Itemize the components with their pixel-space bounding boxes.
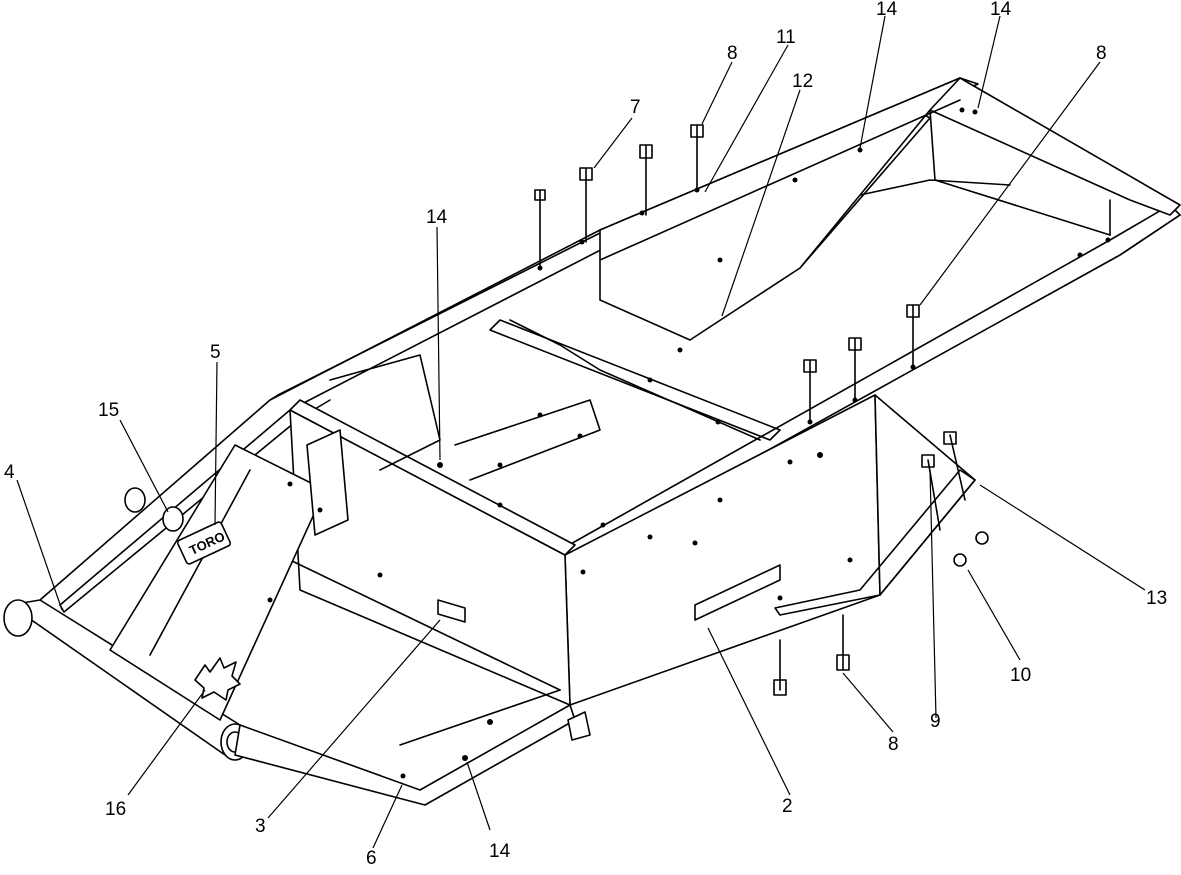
callout-9: 9 xyxy=(930,711,941,732)
bolt-group-right xyxy=(803,304,920,421)
leader-lines xyxy=(16,15,1146,849)
callout-16: 16 xyxy=(105,799,126,820)
callout-14-top-right: 14 xyxy=(990,0,1012,20)
callout-8-right: 8 xyxy=(1096,43,1107,64)
callout-3: 3 xyxy=(255,816,266,837)
callout-labels: 2 3 4 5 6 7 8 8 8 9 10 11 12 13 14 14 14… xyxy=(4,0,1167,869)
callout-8-top: 8 xyxy=(727,43,738,64)
callout-14-bottom: 14 xyxy=(489,841,511,862)
callout-2: 2 xyxy=(782,796,793,817)
callout-12: 12 xyxy=(792,71,813,92)
callout-11: 11 xyxy=(776,27,796,48)
callout-14-top: 14 xyxy=(876,0,898,20)
holes xyxy=(267,107,1111,779)
callout-13: 13 xyxy=(1146,588,1167,609)
bolt-group-top xyxy=(534,124,704,266)
callout-7: 7 xyxy=(630,97,641,118)
frame-assembly: TORO xyxy=(3,77,1181,806)
callout-5: 5 xyxy=(210,342,221,363)
bolt-group-bottom xyxy=(773,614,850,696)
callout-8-bottom: 8 xyxy=(888,734,899,755)
callout-15: 15 xyxy=(98,400,119,421)
callout-10: 10 xyxy=(1010,665,1031,686)
callout-4: 4 xyxy=(4,462,15,483)
callout-6: 6 xyxy=(366,848,377,869)
callout-14-center: 14 xyxy=(426,207,448,228)
